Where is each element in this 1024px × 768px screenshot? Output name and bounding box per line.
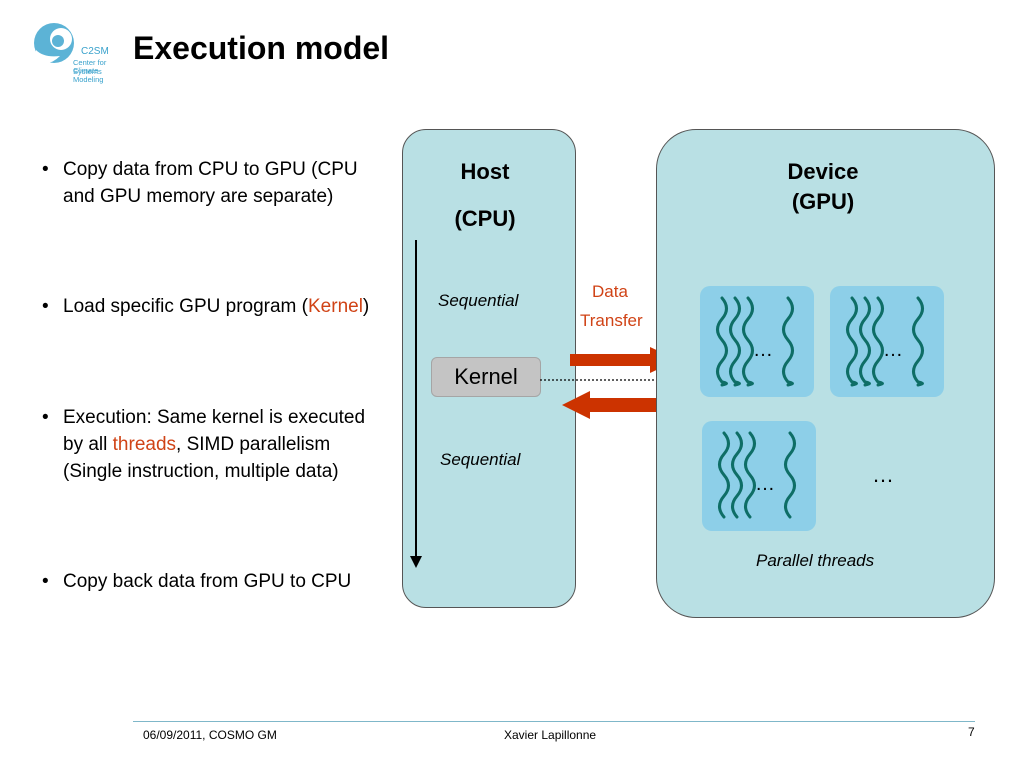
thread-waves-icon bbox=[716, 296, 794, 387]
thread-block: … bbox=[702, 421, 816, 531]
bullet-highlight-threads: threads bbox=[112, 434, 177, 455]
bullet-dot: • bbox=[42, 296, 49, 317]
thread-wave bbox=[846, 296, 858, 387]
thread-wave bbox=[784, 431, 796, 519]
bullet-text: Copy back data from GPU to CPU bbox=[63, 571, 352, 592]
bullet-text: , SIMD parallelism (Single instruction, … bbox=[63, 434, 339, 482]
bullet-text: Execution: Same kernel is executed by al… bbox=[63, 407, 366, 455]
transfer-label-data: Data bbox=[592, 282, 628, 301]
bullet-dot: • bbox=[42, 159, 49, 180]
logo-line2: Systems Modeling bbox=[73, 67, 104, 84]
thread-wave bbox=[782, 296, 794, 387]
bullet-highlight-kernel: Kernel bbox=[308, 296, 363, 317]
transfer-label-transfer: Transfer bbox=[580, 311, 643, 330]
thread-wave bbox=[912, 296, 924, 387]
c2sm-logo: C2SM Center for Climate Systems Modeling bbox=[30, 16, 122, 83]
bullet-execution: • Execution: Same kernel is executed by … bbox=[40, 404, 375, 485]
logo-line1: Center for Climate bbox=[73, 58, 107, 75]
bullet-copy-back: • Copy back data from GPU to CPU bbox=[40, 568, 375, 595]
kernel-box: Kernel bbox=[431, 357, 541, 397]
thread-block: … bbox=[830, 286, 944, 397]
device-title: Device bbox=[787, 159, 859, 184]
bullet-load-kernel: • Load specific GPU program (Kernel) bbox=[40, 293, 375, 320]
footer-author: Xavier Lapillonne bbox=[504, 728, 597, 742]
sequential-label-top: Sequential bbox=[438, 291, 519, 310]
host-title: Host bbox=[460, 159, 510, 184]
kernel-dispatch-arrow bbox=[540, 376, 670, 384]
timeline-arrow bbox=[410, 240, 422, 568]
thread-ellipsis: … bbox=[755, 473, 775, 495]
arrow-to-gpu bbox=[570, 347, 678, 373]
thread-ellipsis: … bbox=[883, 339, 903, 361]
thread-waves-icon bbox=[846, 296, 924, 387]
host-subtitle: (CPU) bbox=[454, 206, 516, 231]
footer-date-event: 06/09/2011, COSMO GM bbox=[143, 728, 277, 742]
thread-wave bbox=[731, 431, 743, 519]
thread-wave bbox=[716, 296, 728, 387]
more-blocks-ellipsis: … bbox=[872, 462, 894, 487]
thread-wave bbox=[718, 431, 730, 519]
thread-wave bbox=[742, 296, 754, 387]
page-number: 7 bbox=[968, 725, 975, 739]
bullet-text: Load specific GPU program ( bbox=[63, 296, 308, 317]
thread-block: … bbox=[700, 286, 814, 397]
footer-divider bbox=[133, 721, 975, 722]
thread-wave bbox=[729, 296, 741, 387]
bullet-text: Copy data from CPU to GPU (CPU and GPU m… bbox=[63, 159, 358, 207]
thread-waves-icon bbox=[718, 431, 796, 519]
thread-wave bbox=[744, 431, 756, 519]
thread-wave bbox=[872, 296, 884, 387]
slide-title: Execution model bbox=[133, 30, 390, 66]
bullet-dot: • bbox=[42, 407, 49, 428]
bullet-copy-to-gpu: • Copy data from CPU to GPU (CPU and GPU… bbox=[40, 156, 375, 210]
bullet-dot: • bbox=[42, 571, 49, 592]
device-subtitle: (GPU) bbox=[791, 189, 855, 214]
thread-ellipsis: … bbox=[753, 339, 773, 361]
thread-wave bbox=[859, 296, 871, 387]
parallel-threads-label: Parallel threads bbox=[756, 551, 875, 570]
bullet-text: ) bbox=[362, 296, 370, 317]
arrow-to-cpu bbox=[562, 391, 670, 419]
logo-mark: C2SM bbox=[81, 46, 109, 57]
sequential-label-bottom: Sequential bbox=[440, 450, 521, 469]
